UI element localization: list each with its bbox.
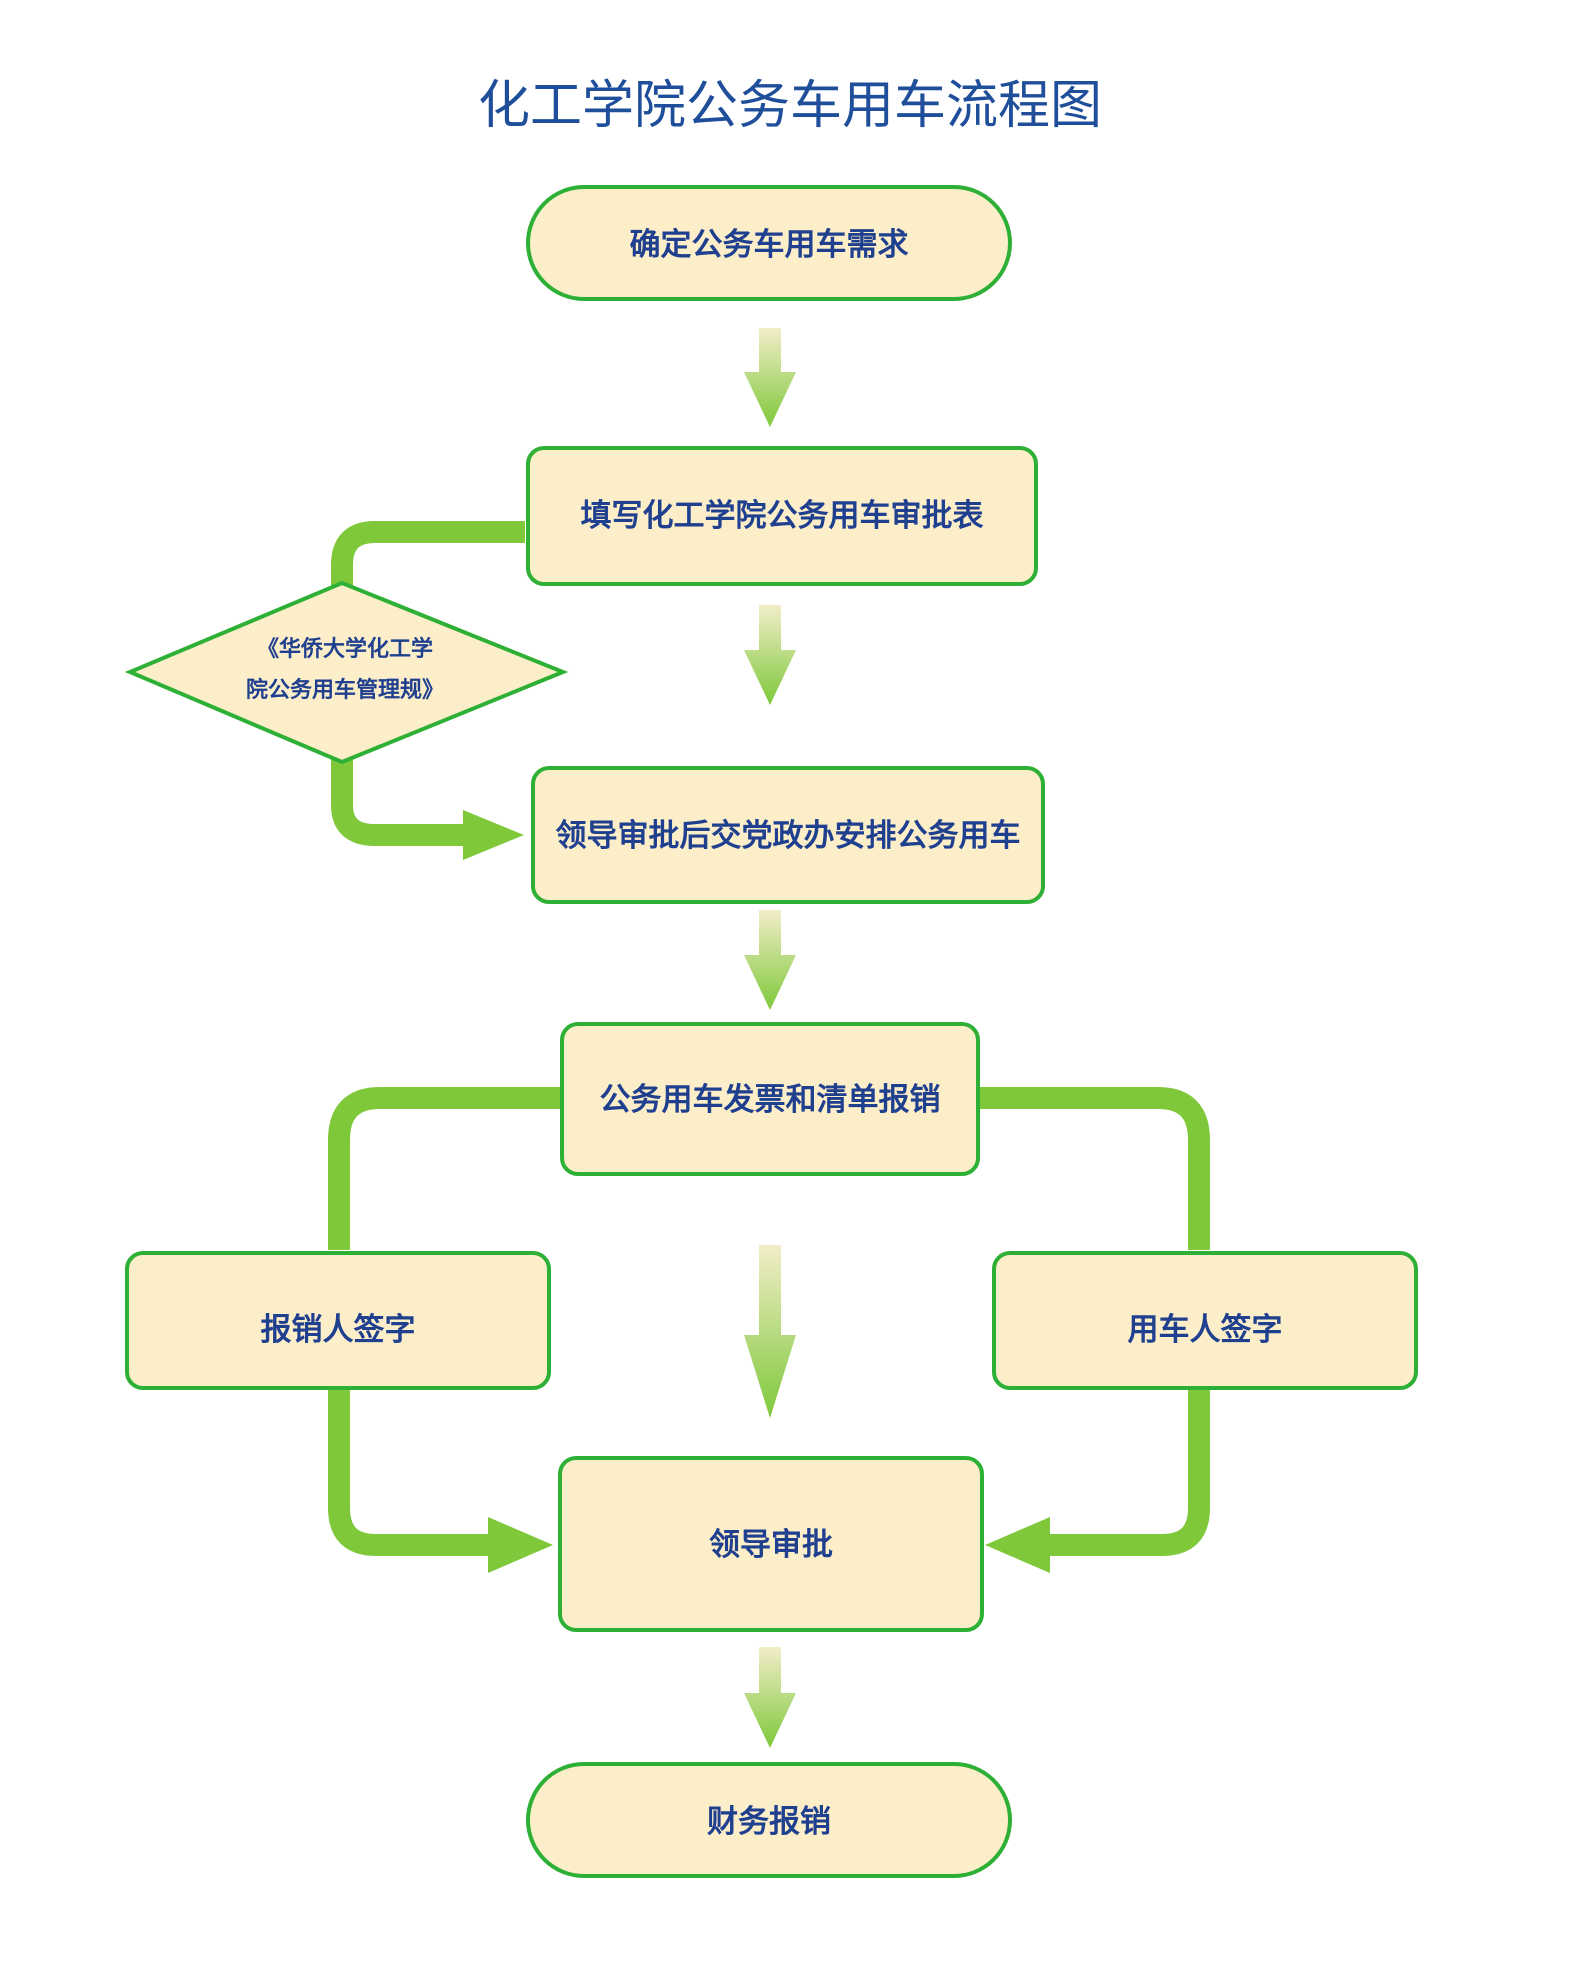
- arrow-down-4: [744, 1245, 796, 1418]
- arrow-down-2: [744, 605, 796, 705]
- connector-invoice-to-user: [978, 1087, 1210, 1250]
- connector-regulation-to-arrange: [331, 750, 470, 846]
- node-fill-form-label: 填写化工学院公务用车审批表: [581, 498, 984, 534]
- node-start: [526, 185, 1012, 301]
- arrow-down-1: [744, 328, 796, 427]
- node-regulation-line1: 《华侨大学化工学: [257, 636, 433, 662]
- diagram-title: 化工学院公务车用车流程图: [478, 76, 1102, 136]
- connector-form-to-regulation: [331, 521, 525, 600]
- node-regulation-diamond: [124, 580, 569, 765]
- node-approve-arrange-label: 领导审批后交党政办安排公务用车: [556, 818, 1021, 854]
- node-approve-arrange: [531, 766, 1045, 904]
- node-invoice: [560, 1022, 980, 1176]
- arrowhead-reimburser-to-leader: [488, 1517, 553, 1573]
- node-user-sign: [992, 1251, 1418, 1390]
- node-invoice-label: 公务用车发票和清单报销: [600, 1082, 941, 1118]
- arrow-down-3: [744, 910, 796, 1010]
- node-finance: [526, 1762, 1012, 1878]
- node-start-label: 确定公务车用车需求: [630, 227, 909, 263]
- node-leader-approve-label: 领导审批: [709, 1527, 833, 1563]
- node-fill-form: [526, 446, 1038, 586]
- node-leader-approve: [558, 1456, 984, 1632]
- connector-user-to-leader: [1038, 1380, 1210, 1556]
- node-user-sign-label: 用车人签字: [1128, 1312, 1283, 1348]
- arrowhead-user-to-leader: [985, 1517, 1050, 1573]
- node-reimburser-sign-label: 报销人签字: [261, 1312, 416, 1348]
- node-reimburser-sign: [125, 1251, 551, 1390]
- node-regulation-line2: 院公务用车管理规》: [246, 677, 444, 703]
- arrowhead-to-arrange: [463, 810, 524, 860]
- connector-reimburser-to-leader: [328, 1380, 500, 1556]
- connector-invoice-to-reimburser: [328, 1087, 560, 1250]
- node-finance-label: 财务报销: [707, 1804, 831, 1840]
- arrow-down-5: [744, 1647, 796, 1748]
